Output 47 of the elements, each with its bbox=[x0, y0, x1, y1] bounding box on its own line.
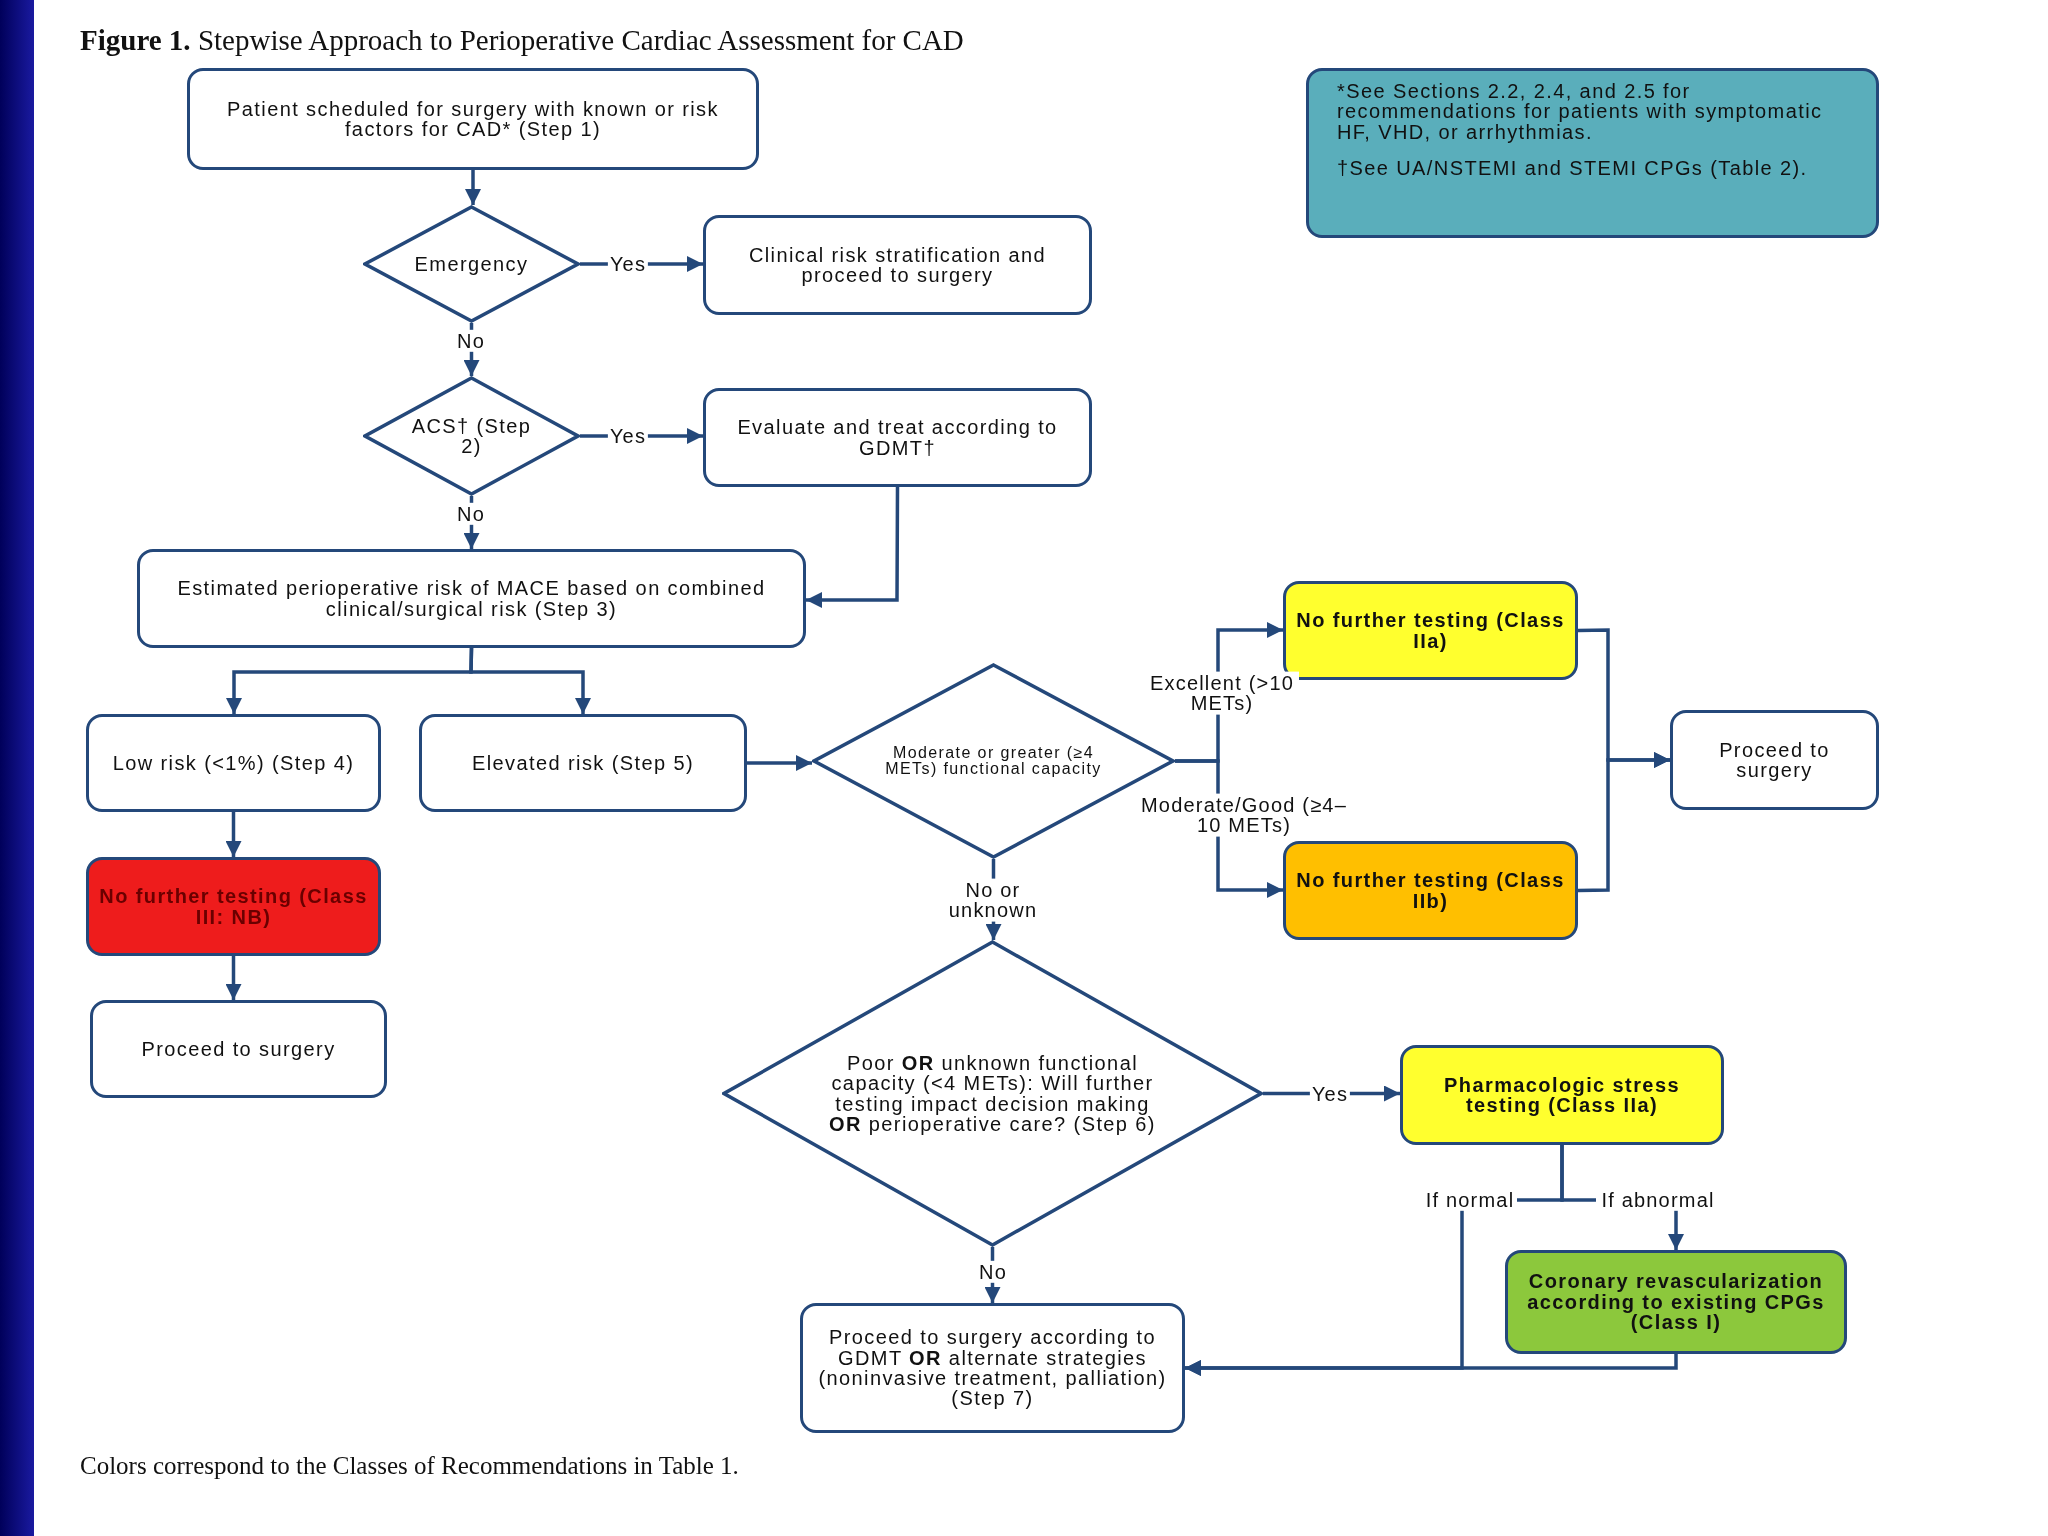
node-text: Poor OR unknown functional capacity (<4 METs): Will further testing impact decision making OR perioperative care? (Step 6) bbox=[828, 1052, 1157, 1135]
node-text: Estimated perioperative risk of MACE based on combined clinical/surgical risk (Step 3) bbox=[176, 578, 767, 619]
arrow bbox=[469, 647, 591, 714]
process-box bbox=[800, 1303, 1185, 1433]
node-text: Pharmacologic stress testing (Class IIa) bbox=[1443, 1074, 1681, 1116]
note-text: †See UA/NSTEMI and STEMI CPGs (Table 2). bbox=[1337, 158, 1808, 179]
node-text: No further testing (Class IIb) bbox=[1296, 870, 1565, 911]
process-box bbox=[90, 1000, 387, 1098]
process-box bbox=[187, 68, 759, 170]
node-text: Patient scheduled for surgery with known or risk factors for CAD* (Step 1) bbox=[226, 98, 720, 140]
decision-diamond bbox=[722, 940, 1263, 1247]
node-text: No further testing (Class IIa) bbox=[1296, 610, 1565, 651]
process-box bbox=[86, 714, 381, 812]
process-box bbox=[137, 549, 806, 648]
figure-title: Figure 1. Stepwise Approach to Perioperative Cardiac Assessment for CAD bbox=[80, 24, 964, 57]
recommendation-box bbox=[1400, 1045, 1724, 1145]
node-text: ACS† (Step 2) bbox=[410, 415, 533, 457]
arrow bbox=[806, 487, 900, 608]
node-text: Elevated risk (Step 5) bbox=[472, 752, 694, 774]
arrow bbox=[1185, 1354, 1678, 1376]
node-text: Clinical risk stratification and proceed to surgery bbox=[747, 244, 1048, 286]
node-text: Proceed to surgery according to GDMT OR alternate strategies (noninvasive treatment, palliation) (Step 7) bbox=[817, 1327, 1168, 1409]
node-text: Evaluate and treat according to GDMT† bbox=[736, 417, 1059, 458]
arrow bbox=[1577, 752, 1670, 893]
node-text: Moderate or greater (≥4 METs) functional capacity bbox=[884, 744, 1103, 778]
arrow bbox=[465, 170, 481, 205]
node-text: Emergency bbox=[413, 253, 530, 275]
note-box bbox=[1306, 68, 1879, 238]
recommendation-box bbox=[1505, 1250, 1847, 1354]
process-box bbox=[703, 388, 1092, 487]
arrow bbox=[747, 755, 812, 771]
node-text: Proceed to surgery bbox=[1718, 739, 1831, 781]
process-box bbox=[419, 714, 747, 812]
arrow bbox=[225, 956, 242, 1000]
note-text: *See Sections 2.2, 2.4, and 2.5 for recommendations for patients with symptomatic HF, VHD, or arrhythmias. bbox=[1337, 81, 1824, 143]
node-text: Proceed to surgery bbox=[141, 1038, 336, 1060]
node-text: Low risk (<1%) (Step 4) bbox=[112, 752, 355, 774]
decision-diamond bbox=[363, 376, 580, 496]
node-text: Coronary revascularization according to existing CPGs (Class I) bbox=[1526, 1271, 1826, 1333]
recommendation-box bbox=[86, 857, 381, 956]
process-box bbox=[1670, 710, 1879, 810]
recommendation-box bbox=[1283, 841, 1578, 940]
decision-diamond bbox=[363, 205, 580, 323]
figure-caption: Colors correspond to the Classes of Recommendations in Table 1. bbox=[80, 1452, 739, 1480]
arrow bbox=[225, 812, 242, 857]
node-text: No further testing (Class III: NB) bbox=[99, 886, 368, 927]
process-box bbox=[703, 215, 1092, 315]
